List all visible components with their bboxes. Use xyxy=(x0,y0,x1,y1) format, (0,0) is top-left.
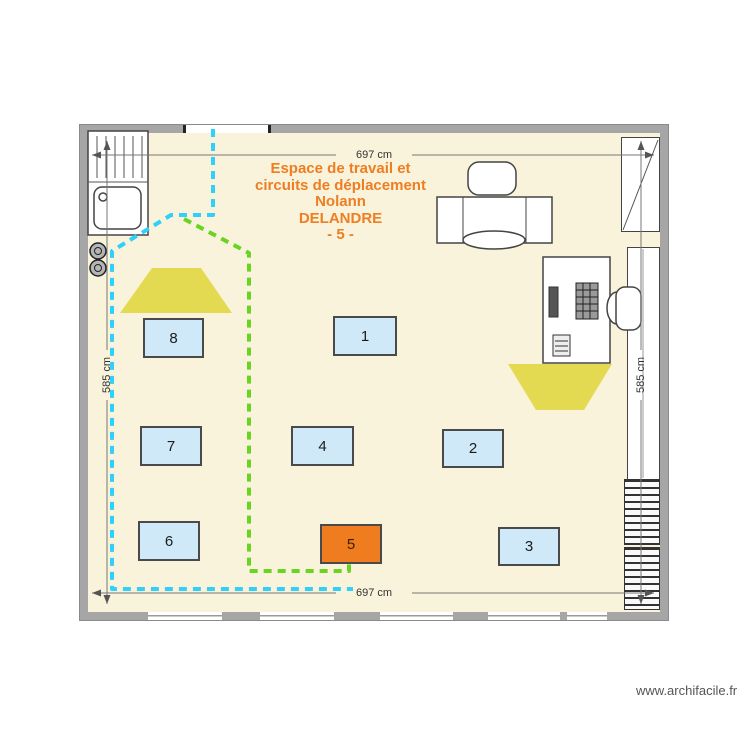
radiator-icon-1[interactable] xyxy=(624,479,660,545)
dimension-label-left: 585 cm xyxy=(101,356,113,394)
desk-4-label: 4 xyxy=(318,437,327,455)
desk-4[interactable]: 4 xyxy=(291,426,354,466)
window-bottom-4 xyxy=(488,612,560,620)
desk-2-label: 2 xyxy=(468,440,478,457)
plan-title: Espace de travail et circuits de déplace… xyxy=(238,160,443,244)
stool-icon-2[interactable] xyxy=(89,259,107,277)
desk-1-label: 1 xyxy=(360,327,370,345)
dimension-line-left xyxy=(103,141,111,604)
plan-title-line-1: Espace de travail et xyxy=(270,160,411,177)
lamp-cone-left[interactable] xyxy=(120,268,232,313)
desk-5[interactable]: 5 xyxy=(320,524,382,564)
desk-7[interactable]: 7 xyxy=(140,426,202,466)
lamp-cone-right[interactable] xyxy=(508,364,612,410)
teacher-desk[interactable] xyxy=(436,161,553,250)
sink-icon[interactable] xyxy=(87,130,149,236)
plan-title-line-4: DELANDRE xyxy=(298,209,383,227)
computer-workstation[interactable] xyxy=(542,256,611,364)
desk-7-label: 7 xyxy=(166,437,176,455)
dimension-line-top xyxy=(92,151,654,159)
desk-5-label: 5 xyxy=(346,535,356,553)
dimension-line-bottom xyxy=(92,589,654,597)
dimension-label-bottom: 697 cm xyxy=(355,587,393,599)
desk-3[interactable]: 3 xyxy=(498,527,560,566)
window-bottom-5 xyxy=(567,612,607,620)
desk-1[interactable]: 1 xyxy=(333,316,397,356)
desk-6-label: 6 xyxy=(164,532,174,550)
plan-title-line-5: - 5 - xyxy=(327,226,354,243)
dimension-label-top: 697 cm xyxy=(355,149,393,161)
office-chair-icon[interactable] xyxy=(606,286,642,331)
plan-title-line-3: Nolann xyxy=(315,193,366,210)
dimension-line-right xyxy=(637,141,645,604)
dimension-label-right: 585 cm xyxy=(635,356,647,394)
door-opening-top xyxy=(183,125,271,133)
plan-title-line-2: circuits de déplacement xyxy=(255,176,426,194)
window-bottom-2 xyxy=(260,612,334,620)
archifacile-watermark[interactable]: www.archifacile.fr xyxy=(636,683,738,698)
desk-8-label: 8 xyxy=(169,329,178,347)
circuit-path-cyan[interactable] xyxy=(110,129,353,591)
desk-2[interactable]: 2 xyxy=(442,429,504,468)
desk-6[interactable]: 6 xyxy=(138,521,200,561)
window-bottom-3 xyxy=(380,612,453,620)
desk-3-label: 3 xyxy=(524,538,534,555)
window-bottom-1 xyxy=(148,612,222,620)
desk-8[interactable]: 8 xyxy=(143,318,204,358)
stool-icon-1[interactable] xyxy=(89,242,107,260)
circuit-path-green[interactable] xyxy=(183,217,351,573)
